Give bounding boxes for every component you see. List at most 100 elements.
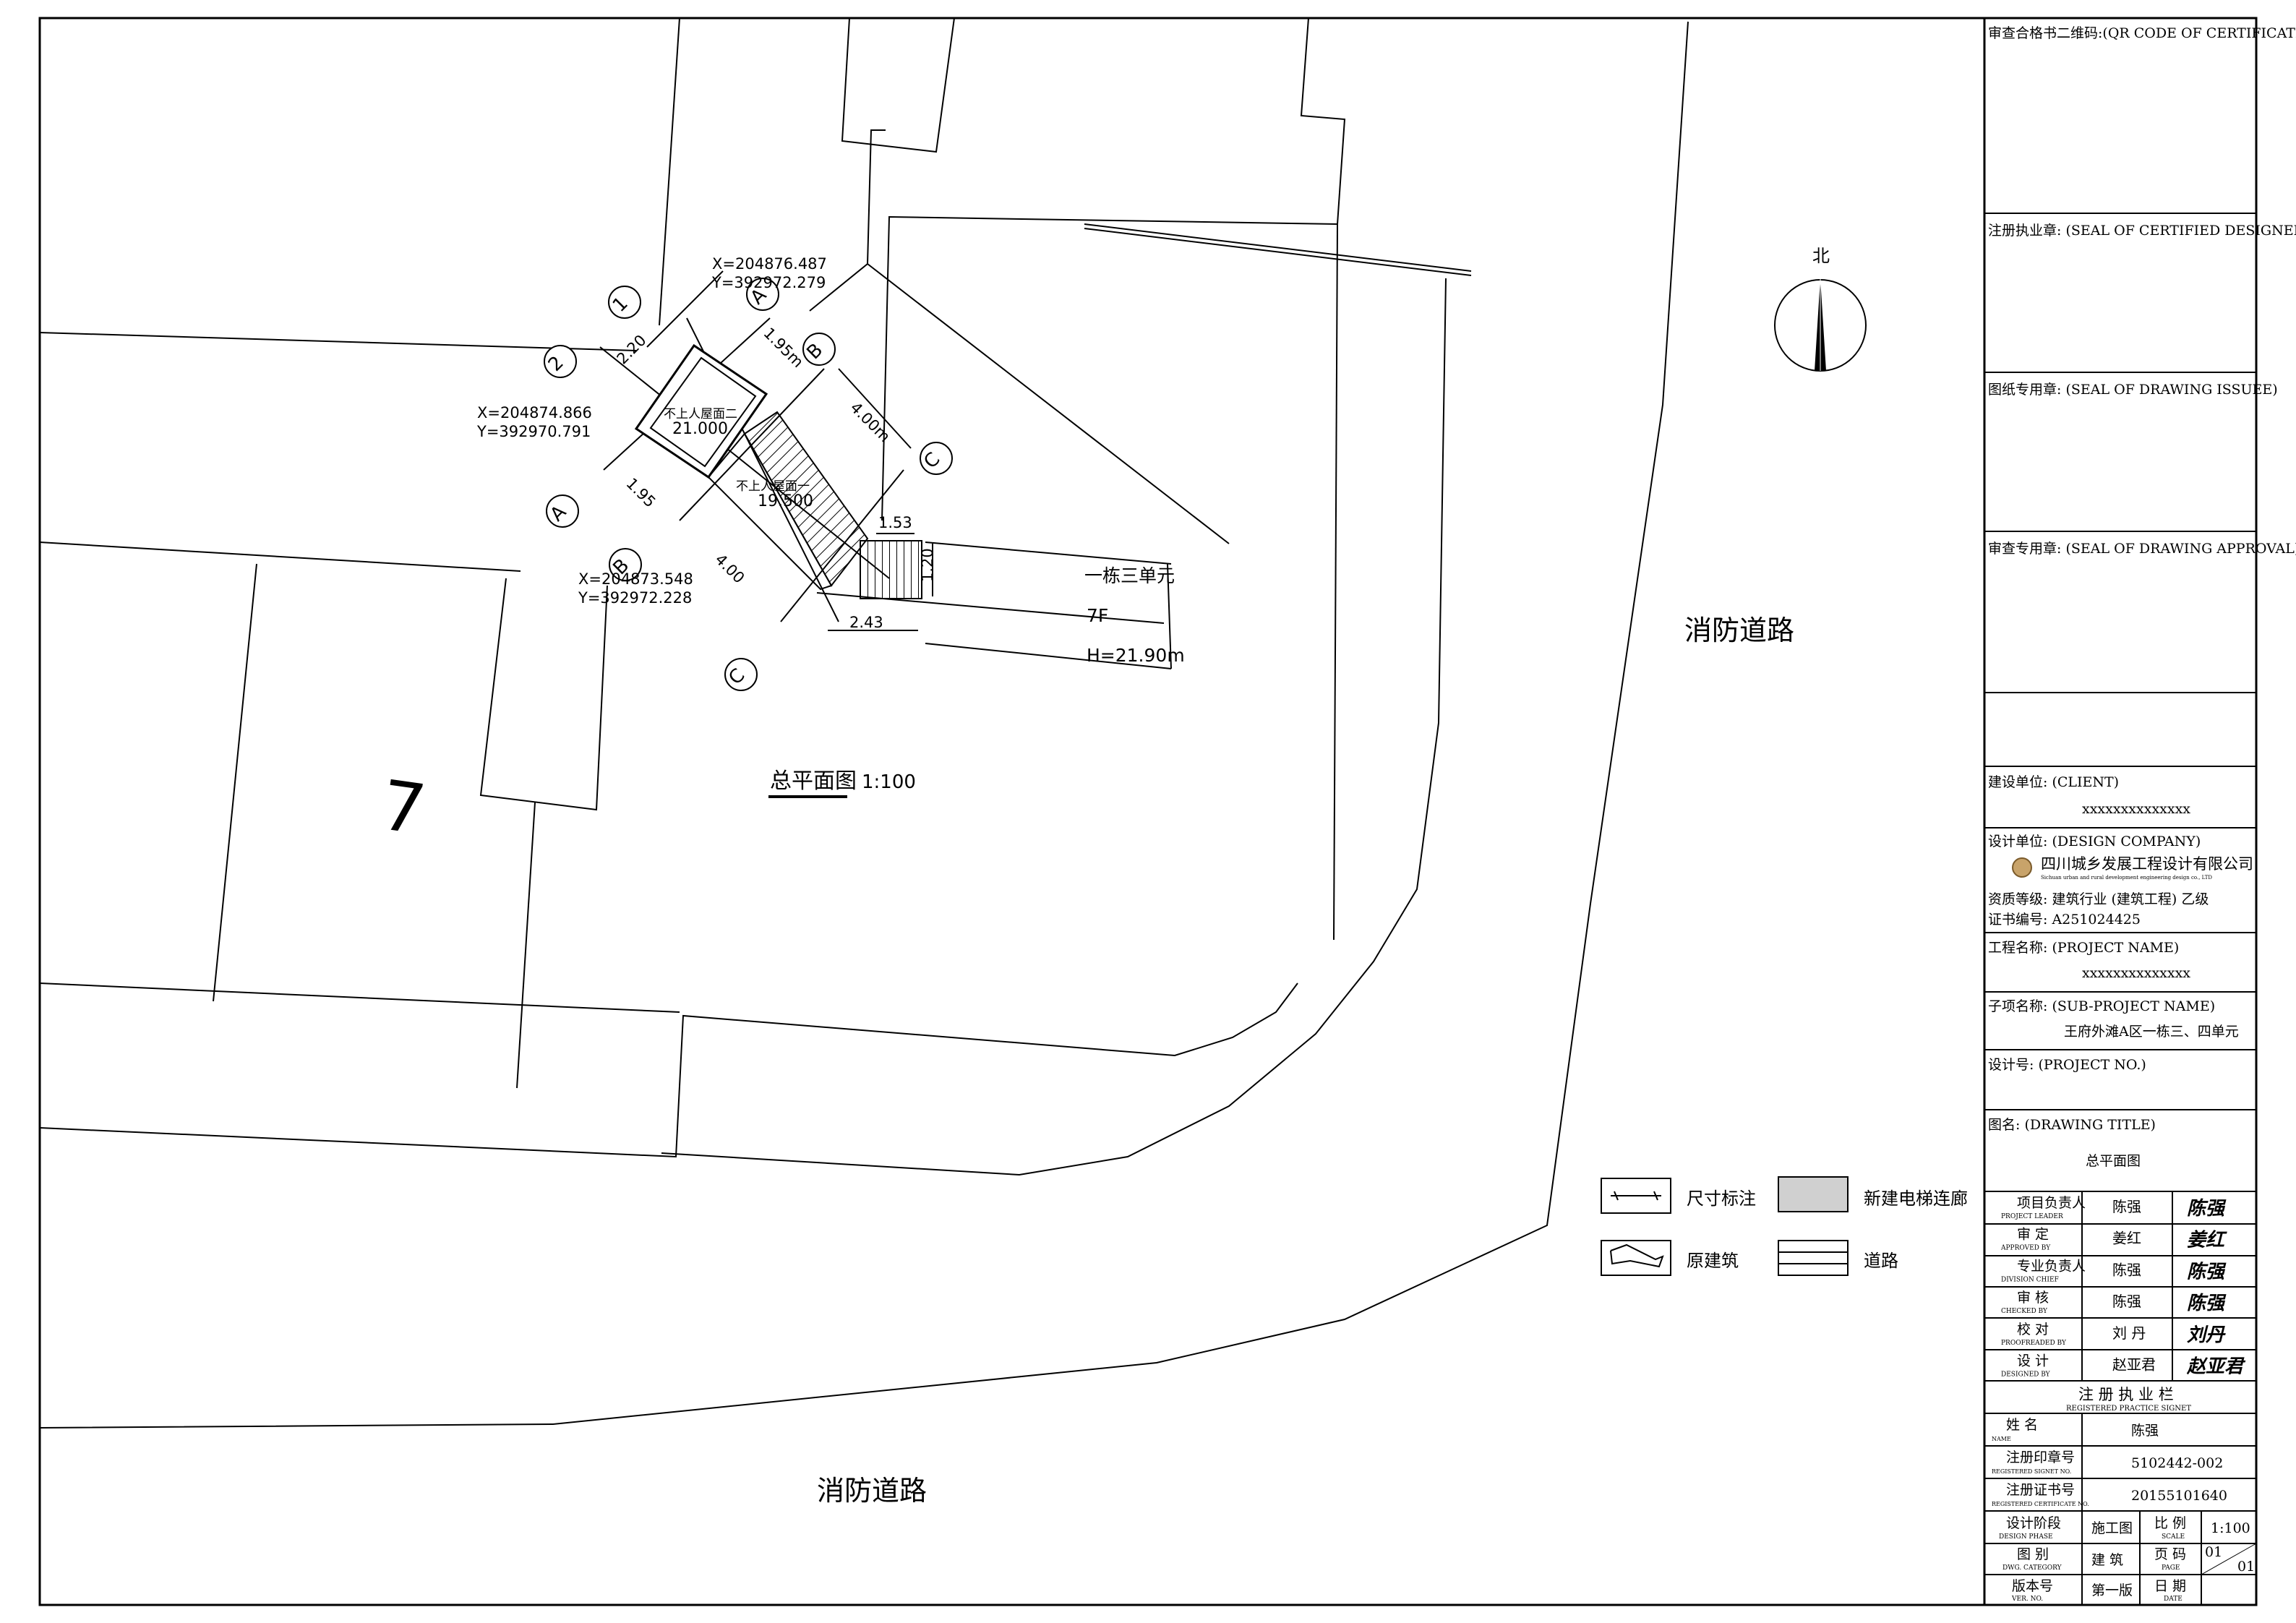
tb-scale-label: 比 例 xyxy=(2154,1515,2186,1531)
tb-sub-project-value: 王府外滩A区一栋三、四单元 xyxy=(2064,1024,2239,1040)
tb-role-label: 设 计 xyxy=(2017,1353,2049,1369)
tb-qr-code-label: 审查合格书二维码:(QR CODE OF CERTIFICATION) xyxy=(1988,25,2296,41)
tb-role-signature: 陈强 xyxy=(2187,1198,2227,1220)
roof-2-label: 不上人屋面一 xyxy=(736,479,810,494)
tb-page-value-1: 01 xyxy=(2205,1544,2222,1560)
road-label-bottom: 消防道路 xyxy=(817,1475,927,1507)
roof-1-label: 不上人屋面二 xyxy=(664,407,737,421)
tb-role-label-en: DIVISION CHIEF xyxy=(2001,1276,2059,1283)
axis-bubble-a-left xyxy=(546,494,579,528)
tb-sub-project-label: 子项名称: (SUB-PROJECT NAME) xyxy=(1988,998,2215,1014)
tb-reg-label-en: REGISTERED SIGNET NO. xyxy=(1992,1468,2071,1475)
roof-2-elevation: 19.500 xyxy=(758,492,813,510)
tb-role-label-en: PROOFREADED BY xyxy=(2001,1340,2067,1347)
tb-reg-label: 注册证书号 xyxy=(2006,1482,2075,1498)
tb-reg-label: 注册印章号 xyxy=(2006,1449,2075,1465)
tb-design-company-name: 四川城乡发展工程设计有限公司 xyxy=(2041,855,2253,873)
tb-category-value: 建 筑 xyxy=(2091,1552,2123,1568)
tb-role-label-en: CHECKED BY xyxy=(2001,1308,2048,1315)
north-arrow: 北 xyxy=(1774,246,1867,372)
tb-page-label-en: PAGE xyxy=(2162,1564,2180,1572)
tb-role-label: 审 核 xyxy=(2017,1290,2049,1306)
legend-road-label: 道路 xyxy=(1864,1251,1898,1271)
tb-client-label: 建设单位: (CLIENT) xyxy=(1988,774,2119,790)
tb-role-name: 刘 丹 xyxy=(2112,1324,2146,1342)
dim-120: 1.20 xyxy=(919,548,936,582)
coord-3-x: X=204873.548 xyxy=(578,570,693,588)
tb-role-signature: 赵亚君 xyxy=(2186,1356,2246,1378)
dim-243: 2.43 xyxy=(849,614,883,631)
roof-1-elevation: 21.000 xyxy=(672,420,728,438)
tb-role-label-en: APPROVED BY xyxy=(2000,1245,2051,1252)
tb-seal-designer-label: 注册执业章: (SEAL OF CERTIFIED DESIGNER) xyxy=(1988,223,2296,239)
tb-role-name: 赵亚君 xyxy=(2112,1356,2156,1374)
tb-date-label: 日 期 xyxy=(2154,1578,2186,1594)
tb-signet-title: 注 册 执 业 栏 xyxy=(2078,1386,2174,1403)
axis-bubble-1 xyxy=(608,286,641,319)
tb-reg-label: 姓 名 xyxy=(2006,1417,2038,1433)
sheet-border xyxy=(38,17,2258,1606)
tb-role-signature: 姜红 xyxy=(2187,1230,2227,1251)
tb-reg-value: 陈强 xyxy=(2131,1423,2159,1439)
tb-role-label: 专业负责人 xyxy=(2017,1258,2086,1274)
axis-bubble-a-top xyxy=(746,278,779,311)
tb-page-value-2: 01 xyxy=(2237,1559,2255,1575)
tb-date-label-en: DATE xyxy=(2164,1596,2183,1603)
tb-page-label: 页 码 xyxy=(2154,1546,2186,1562)
tb-project-name-label: 工程名称: (PROJECT NAME) xyxy=(1988,940,2179,956)
drawing-title: 总平面图 xyxy=(770,768,857,794)
tb-drawing-title-value: 总平面图 xyxy=(2086,1153,2141,1169)
tb-role-rows: 项目负责人PROJECT LEADER陈强陈强审 定APPROVED BY姜红姜… xyxy=(2000,1195,2246,1379)
tb-version-label-en: VER. NO. xyxy=(2011,1596,2043,1603)
axis-bubble-c-right xyxy=(920,442,953,475)
tb-role-name: 陈强 xyxy=(2112,1198,2141,1215)
north-label: 北 xyxy=(1812,246,1830,266)
tb-scale-label-en: SCALE xyxy=(2162,1533,2185,1541)
tb-certificate: 证书编号: A251024425 xyxy=(1988,912,2141,928)
tb-role-label-en: DESIGNED BY xyxy=(2001,1371,2051,1379)
road-label-right: 消防道路 xyxy=(1684,614,1794,646)
site-linework xyxy=(39,17,1689,1429)
dim-400: 4.00 xyxy=(711,551,748,587)
coord-2-y: Y=392970.791 xyxy=(476,423,591,440)
tb-category-label-en: DWG. CATEGORY xyxy=(2002,1564,2062,1572)
tb-scale-value: 1:100 xyxy=(2211,1520,2250,1536)
dim-153: 1.53 xyxy=(878,514,912,531)
tb-role-signature: 陈强 xyxy=(2187,1293,2227,1314)
tb-phase-value: 施工图 xyxy=(2091,1520,2133,1536)
legend-building-label: 原建筑 xyxy=(1687,1251,1739,1271)
legend: 尺寸标注 新建电梯连廊 原建筑 道路 xyxy=(1601,1176,1968,1276)
tb-role-label: 校 对 xyxy=(2017,1322,2049,1337)
tb-signet-title-en: REGISTERED PRACTICE SIGNET xyxy=(2066,1405,2191,1413)
coord-1-y: Y=392972.279 xyxy=(711,274,826,291)
tb-role-signature: 陈强 xyxy=(2187,1261,2227,1282)
tb-seal-issuee-label: 图纸专用章: (SEAL OF DRAWING ISSUEE) xyxy=(1988,382,2278,398)
tb-project-name-value: xxxxxxxxxxxxxx xyxy=(2082,965,2190,981)
building-label: 一栋三单元 xyxy=(1084,565,1175,586)
tb-role-name: 姜红 xyxy=(2112,1230,2141,1247)
tb-reg-value: 20155101640 xyxy=(2131,1488,2227,1504)
tb-drawing-title-label: 图名: (DRAWING TITLE) xyxy=(1988,1117,2156,1133)
tb-phase-label: 设计阶段 xyxy=(2006,1515,2061,1531)
legend-corridor-swatch xyxy=(1778,1176,1849,1212)
axis-bubble-b-bottom xyxy=(609,548,642,581)
axis-bubbles xyxy=(544,278,953,691)
tb-category-label: 图 别 xyxy=(2017,1546,2049,1562)
legend-road-swatch xyxy=(1778,1240,1849,1276)
tb-reg-label-en: NAME xyxy=(1992,1436,2011,1442)
tb-version-label: 版本号 xyxy=(2012,1578,2053,1594)
tb-reg-value: 5102442-002 xyxy=(2131,1455,2223,1471)
new-corridor xyxy=(599,317,933,631)
dim-195m: 1.95m xyxy=(760,325,807,372)
tb-project-no-label: 设计号: (PROJECT NO.) xyxy=(1988,1057,2146,1073)
building-height: H=21.90m xyxy=(1087,645,1185,666)
tb-design-company-label: 设计单位: (DESIGN COMPANY) xyxy=(1988,834,2201,849)
tb-phase-label-en: DESIGN PHASE xyxy=(1999,1533,2053,1541)
company-logo xyxy=(2012,857,2032,878)
tb-seal-approval-label: 审查专用章: (SEAL OF DRAWING APPROVAL) xyxy=(1988,541,2296,557)
tb-role-label-en: PROJECT LEADER xyxy=(2001,1213,2063,1220)
tb-reg-label-en: REGISTERED CERTIFICATE NO. xyxy=(1992,1501,2089,1507)
tb-role-label: 项目负责人 xyxy=(2017,1195,2086,1211)
